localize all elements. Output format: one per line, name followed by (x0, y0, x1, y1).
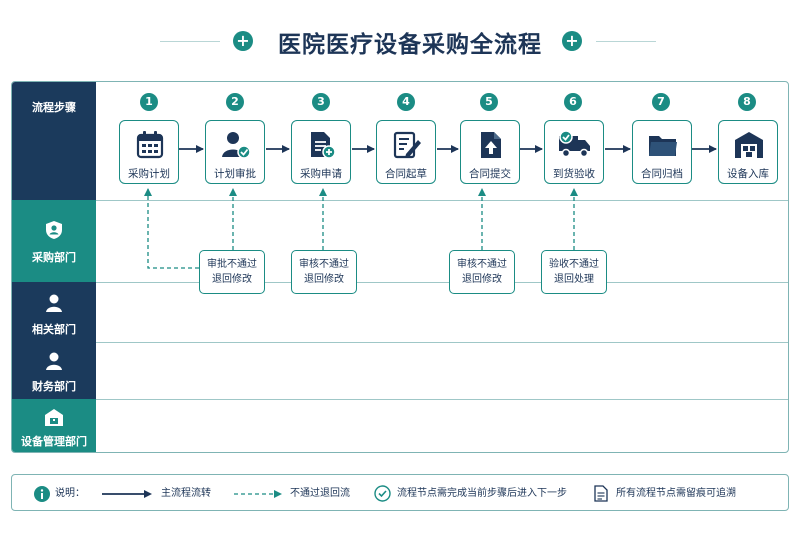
document-edit-icon (393, 131, 421, 159)
user-icon (46, 294, 62, 312)
calendar-icon (136, 131, 164, 159)
step-number: 4 (397, 93, 415, 111)
lane-label-equipment: 设备管理部门 (12, 399, 96, 452)
plus-icon: + (562, 31, 582, 51)
step-number: 1 (140, 93, 158, 111)
lane-title: 采购部门 (32, 251, 76, 264)
step-label: 到货验收 (553, 168, 595, 180)
title-divider-right (596, 41, 656, 42)
legend-main-flow: 主流程流转 (161, 488, 211, 499)
user-icon (46, 352, 62, 370)
plus-icon: + (233, 31, 253, 51)
info-icon (34, 486, 50, 502)
step-label: 合同起草 (385, 168, 427, 180)
document-icon (594, 485, 608, 502)
lane-label-procurement: 采购部门 (12, 200, 96, 282)
step-delivery-acceptance[interactable]: 到货验收 (544, 120, 604, 184)
step-plan-approval[interactable]: 计划审批 (205, 120, 265, 184)
folder-icon (649, 136, 677, 156)
shield-user-icon (46, 221, 62, 239)
reject-note-line: 退回修改 (212, 274, 252, 285)
page-title: 医院医疗设备采购全流程 (278, 32, 542, 58)
step-contract-submit[interactable]: 合同提交 (460, 120, 520, 184)
legend-reject-flow: 不通过退回流 (290, 488, 350, 499)
lane-label-finance: 财务部门 (12, 342, 96, 399)
step-label: 采购申请 (300, 168, 342, 180)
lane-divider (96, 342, 788, 343)
step-number: 7 (652, 93, 670, 111)
reject-note: 审核不通过 退回修改 (449, 250, 515, 294)
reject-note-line: 验收不通过 (549, 259, 599, 270)
lane-title: 流程步骤 (32, 101, 76, 114)
user-check-icon (222, 132, 251, 159)
legend-check-note: 流程节点需完成当前步骤后进入下一步 (397, 488, 567, 499)
step-label: 合同归档 (641, 168, 683, 180)
lane-title: 相关部门 (32, 323, 76, 336)
step-label: 计划审批 (214, 168, 256, 180)
reject-note-line: 退回处理 (554, 274, 594, 285)
reject-note-line: 审批不通过 (207, 259, 257, 270)
lane-divider (96, 282, 788, 283)
swimlane-diagram: 流程步骤 采购部门 相关部门 财务部门 设备管理部门 (11, 81, 789, 453)
step-label: 采购计划 (128, 168, 170, 180)
legend-trace-note: 所有流程节点需留痕可追溯 (616, 488, 736, 499)
title-row: + 医院医疗设备采购全流程 + (0, 0, 800, 80)
reject-flow-legend-arrow (234, 490, 282, 498)
truck-check-icon (559, 130, 590, 158)
step-procurement-plan[interactable]: 采购计划 (119, 120, 179, 184)
reject-note: 审批不通过 退回修改 (199, 250, 265, 294)
lane-label-steps: 流程步骤 (12, 82, 96, 200)
lane-title: 设备管理部门 (21, 435, 87, 448)
step-number: 8 (738, 93, 756, 111)
file-upload-icon (481, 132, 501, 158)
lane-title: 财务部门 (32, 380, 76, 393)
reject-flow-arrow (144, 188, 199, 269)
main-flow-legend-arrow (102, 490, 152, 498)
legend-note-label: 说明： (55, 488, 85, 499)
step-procurement-request[interactable]: 采购申请 (291, 120, 351, 184)
step-label: 设备入库 (727, 168, 769, 180)
reject-note-line: 退回修改 (462, 274, 502, 285)
check-circle-icon (374, 485, 391, 502)
step-number: 3 (312, 93, 330, 111)
step-number: 5 (480, 93, 498, 111)
reject-note-line: 审核不通过 (457, 259, 507, 270)
lane-divider (96, 200, 788, 201)
step-number: 6 (564, 93, 582, 111)
reject-note: 审核不通过 退回修改 (291, 250, 357, 294)
warehouse-icon (45, 409, 63, 426)
reject-note-line: 审核不通过 (299, 259, 349, 270)
legend: 说明： 主流程流转 不通过退回流 流程节点需完成当前步骤后进入下一步 所有流程节… (11, 474, 789, 511)
lane-divider (96, 399, 788, 400)
step-contract-archive[interactable]: 合同归档 (632, 120, 692, 184)
reject-note: 验收不通过 退回处理 (541, 250, 607, 294)
step-contract-draft[interactable]: 合同起草 (376, 120, 436, 184)
warehouse-icon (735, 132, 763, 158)
title-divider-left (160, 41, 220, 42)
reject-note-line: 退回修改 (304, 274, 344, 285)
lane-label-related: 相关部门 (12, 282, 96, 342)
step-label: 合同提交 (469, 168, 511, 180)
step-equipment-storage[interactable]: 设备入库 (718, 120, 778, 184)
document-add-icon (311, 132, 336, 159)
step-number: 2 (226, 93, 244, 111)
